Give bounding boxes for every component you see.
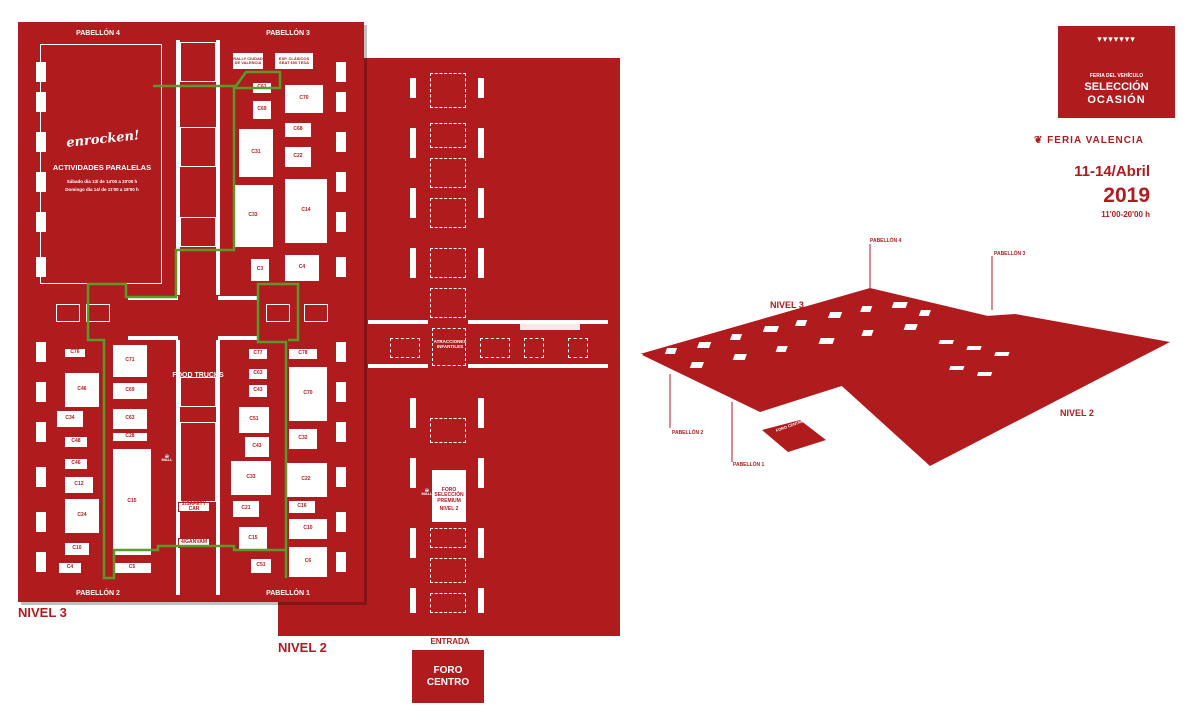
brand-name-line2: OCASIÓN: [1087, 94, 1146, 106]
pavilion3-label: PABELLÓN 3: [266, 30, 310, 37]
booth-p2-13[interactable]: C4: [58, 562, 82, 574]
booth-p1-0[interactable]: C77: [248, 348, 268, 360]
ganvam-booth[interactable]: 4/GANVAM: [178, 538, 210, 548]
foro-premium-booth[interactable]: FORO SELECCIÓN PREMIUM: [432, 470, 466, 522]
booth-p3-3[interactable]: C31: [238, 128, 274, 178]
pavilion1-label: PABELLÓN 1: [266, 590, 310, 597]
booth-p3-2[interactable]: C70: [284, 84, 324, 114]
booth-p1-8[interactable]: C33: [230, 460, 272, 496]
booth-p1-2[interactable]: C63: [248, 368, 268, 380]
iso-pav3-label: PABELLÓN 3: [994, 251, 1026, 257]
iso-pav2-label: PABELLÓN 2: [672, 430, 704, 436]
booth-p1-15[interactable]: C51: [250, 558, 272, 574]
booth-p1-12[interactable]: C15: [238, 526, 268, 552]
exp-clasicos-booth[interactable]: EXP. CLÁSICOS SEAT 600 TESA: [274, 52, 314, 70]
booth-p3-8[interactable]: C3: [250, 258, 270, 282]
booth-p3-1[interactable]: C69: [252, 100, 272, 120]
organizer-icon: ❦: [1034, 135, 1044, 146]
isometric-overview: [633, 244, 1170, 466]
booth-p2-8[interactable]: C46: [64, 458, 88, 470]
booth-p1-1[interactable]: C78: [288, 348, 318, 360]
booth-p2-10[interactable]: C24: [64, 498, 100, 534]
booth-p1-11[interactable]: C16: [288, 500, 316, 514]
brand-top-small: FERIA DEL VEHÍCULO: [1089, 73, 1144, 79]
booth-p1-10[interactable]: C21: [232, 500, 260, 518]
booth-p3-7[interactable]: C14: [284, 178, 328, 244]
booth-p3-4[interactable]: C68: [284, 122, 312, 138]
pennant-flags-icon: ▾▾▾▾▾▾▾: [1097, 34, 1136, 44]
attractions-label: ATRACCIONES INFANTILES: [433, 339, 467, 349]
organizer-label: ❦ FERIA VALENCIA: [1034, 135, 1144, 146]
iso-pav4-label: PABELLÓN 4: [870, 238, 902, 244]
booth-p3-5[interactable]: C22: [284, 146, 312, 168]
foro-centro-label: FORO CENTRO: [426, 664, 470, 688]
booth-p2-9[interactable]: C12: [64, 476, 94, 494]
booth-p2-1[interactable]: C71: [112, 344, 148, 378]
level3-map: PABELLÓN 4 PABELLÓN 3 PABELLÓN 2 PABELLÓ…: [18, 22, 364, 602]
event-hours: 11'00-20'00 h: [1101, 210, 1150, 219]
booth-p2-5[interactable]: C63: [112, 408, 148, 430]
visitor-route: [86, 70, 300, 580]
booth-p1-7[interactable]: C32: [288, 428, 318, 450]
foro-level-label: NIVEL 2: [439, 506, 459, 512]
booth-p2-6[interactable]: C28: [112, 432, 148, 442]
booth-p2-11[interactable]: C15: [112, 448, 152, 556]
booth-p1-3[interactable]: C43: [248, 384, 268, 398]
food-trucks-label: FOOD TRUCKS: [172, 372, 224, 379]
booth-p2-4[interactable]: C34: [56, 410, 84, 428]
event-dates: 11-14/Abril: [1074, 163, 1150, 180]
level2-label: NIVEL 2: [278, 640, 327, 655]
booth-p1-6[interactable]: C43: [244, 436, 270, 458]
booth-p2-0[interactable]: C76: [64, 348, 86, 358]
booth-p2-14[interactable]: C5: [112, 562, 152, 574]
booth-p1-13[interactable]: C10: [288, 518, 328, 540]
pavilion2-label: PABELLÓN 2: [76, 590, 120, 597]
iso-nivel2-label: NIVEL 2: [1060, 408, 1094, 418]
activities-title: ACTIVIDADES PARALELAS: [52, 163, 152, 172]
activities-line1: Sábado día 13/ de 14'00 a 20'00 h: [66, 179, 138, 184]
brand-logo: ▾▾▾▾▾▾▾ FERIA DEL VEHÍCULO SELECCIÓN OCA…: [1058, 26, 1175, 118]
entrance-label: ENTRADA: [430, 637, 470, 646]
booth-p1-5[interactable]: C51: [238, 406, 270, 434]
mall-icon-l2: ☕MALL: [421, 487, 433, 496]
booth-p1-9[interactable]: C22: [284, 462, 328, 498]
booth-p3-9[interactable]: C4: [284, 254, 320, 282]
level3-label: NIVEL 3: [18, 605, 67, 620]
foro-centro-button[interactable]: FORO CENTRO: [412, 650, 484, 703]
booth-p2-12[interactable]: C10: [64, 542, 90, 556]
booth-p1-4[interactable]: C70: [288, 366, 328, 422]
iso-nivel3-label: NIVEL 3: [770, 300, 804, 310]
booth-p2-2[interactable]: C46: [64, 372, 100, 408]
mall-icon-l3: ☕MALL: [161, 453, 173, 462]
activities-line2: Domingo día 14/ de 11'00 a 18'00 h: [65, 187, 139, 192]
event-year: 2019: [1103, 184, 1150, 207]
booth-p2-3[interactable]: C69: [112, 382, 148, 400]
booth-p1-14[interactable]: C6: [288, 546, 328, 578]
booth-p3-6[interactable]: C33: [232, 184, 274, 248]
foro-premium-label: FORO SELECCIÓN PREMIUM: [434, 486, 464, 504]
booth-p2-7[interactable]: C48: [64, 436, 88, 448]
brand-name-line1: SELECCIÓN: [1084, 81, 1149, 93]
safety-car-booth[interactable]: 2/SAFETY CAR: [178, 501, 210, 512]
iso-pav1-label: PABELLÓN 1: [733, 462, 765, 468]
rally-booth[interactable]: RALLY CIUDAD DE VALENCIA: [232, 52, 264, 70]
pavilion4-label: PABELLÓN 4: [76, 30, 120, 37]
